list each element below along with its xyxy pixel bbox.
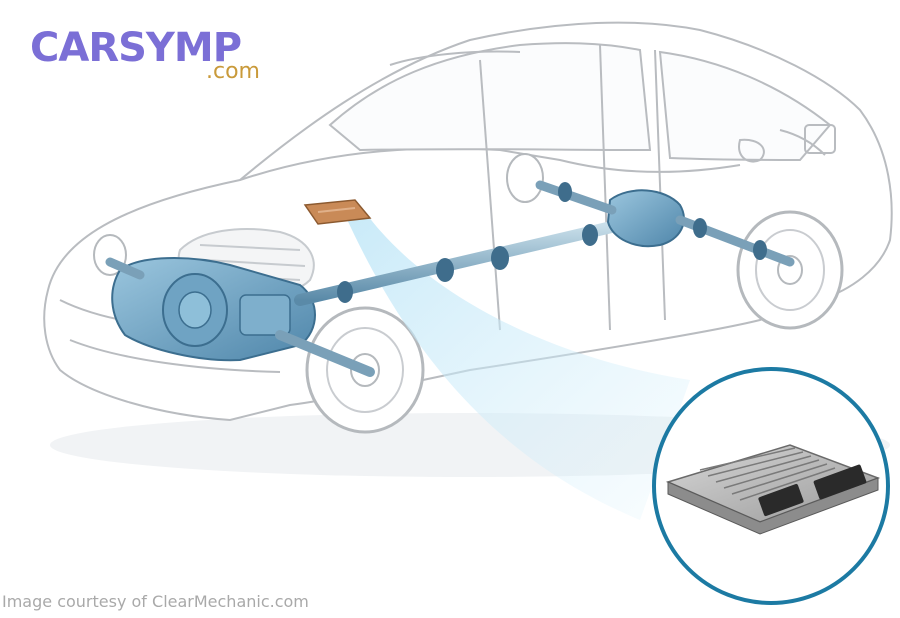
driveshaft xyxy=(294,219,626,306)
front-axle xyxy=(105,257,375,377)
logo-wordmark: CARSYMP xyxy=(30,25,242,71)
image-credit: Image courtesy of ClearMechanic.com xyxy=(2,592,309,611)
transmission xyxy=(111,257,316,362)
highlight-beam xyxy=(345,212,690,520)
magnifier-inset xyxy=(652,367,890,605)
rear-differential xyxy=(535,180,795,267)
brake-disc-rear-left xyxy=(506,153,544,203)
logo-domain: .com xyxy=(206,59,260,84)
rear-wheel xyxy=(736,210,844,330)
control-module xyxy=(665,444,881,535)
control-module-location xyxy=(303,199,372,225)
carsymp-logo[interactable]: CARSYMP .com xyxy=(30,26,290,86)
